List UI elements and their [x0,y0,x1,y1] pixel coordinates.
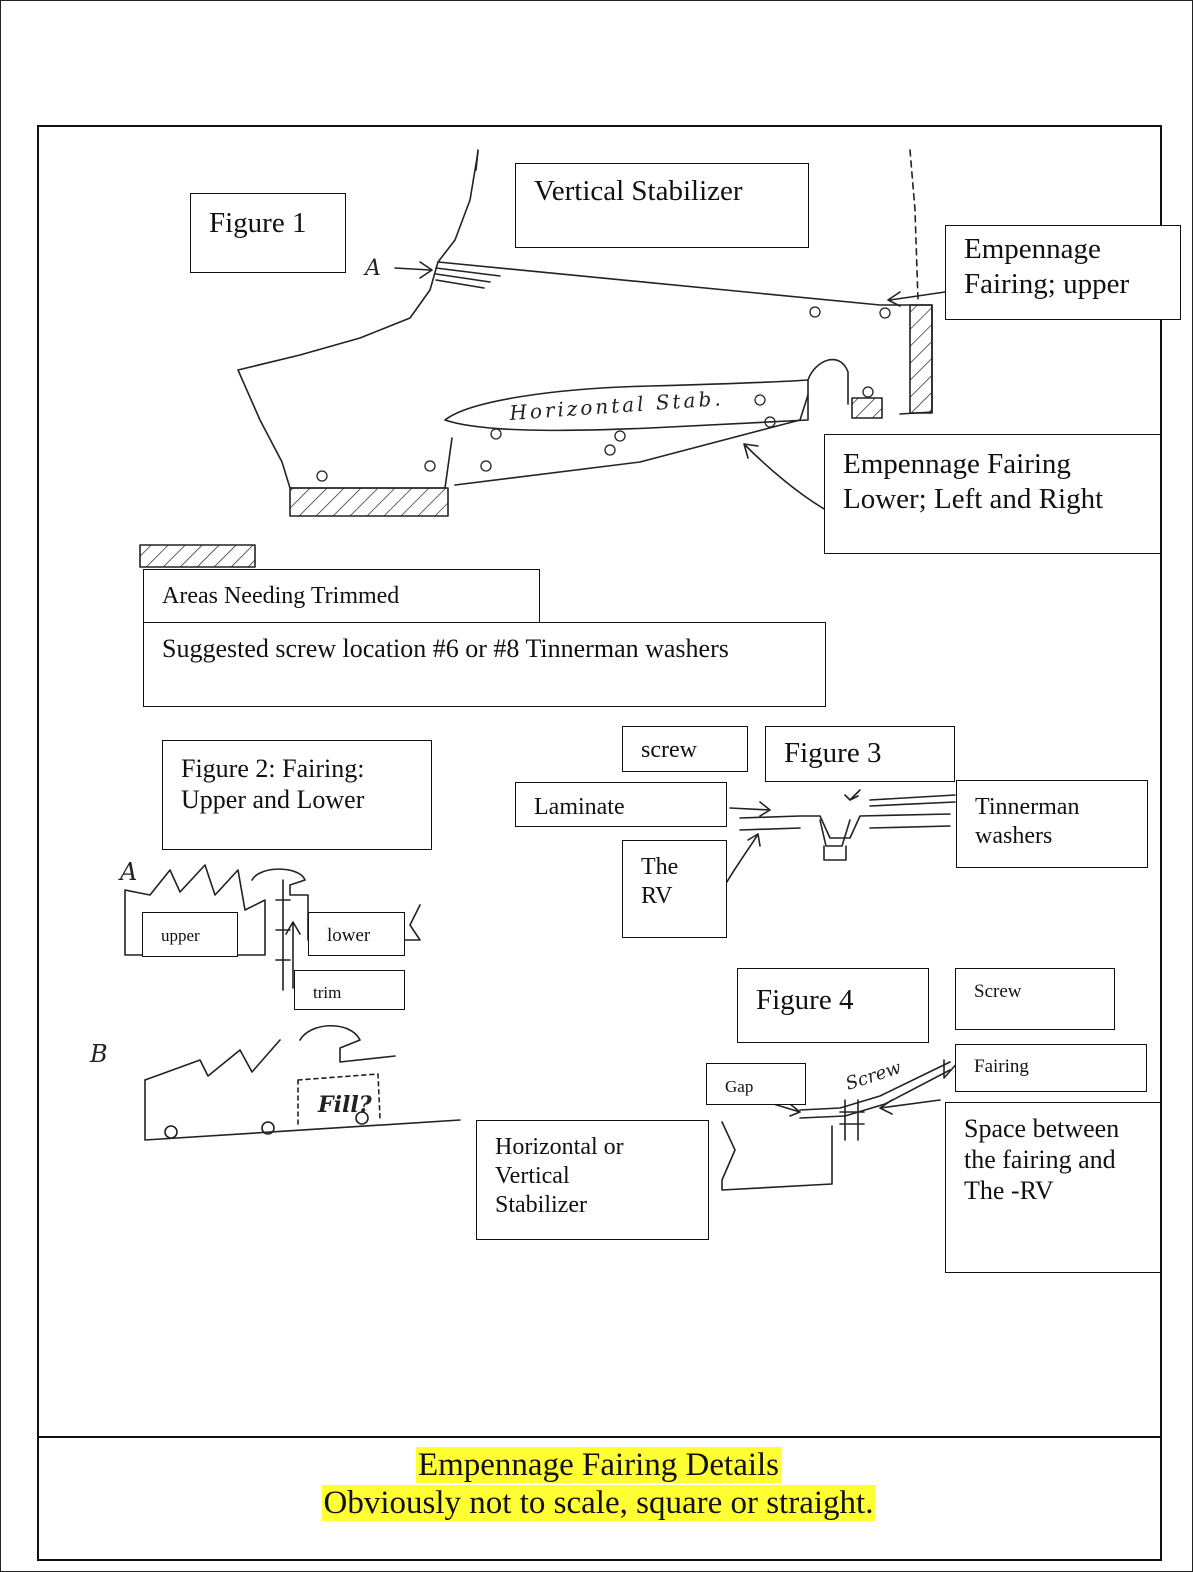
diagram-caption: Empennage Fairing Details Obviously not … [37,1446,1160,1522]
trim-label: trim [294,970,405,1010]
lower-label: lower [308,912,405,956]
sketch-b-text: B [89,1040,108,1068]
figure2-sketch [124,864,461,1141]
caption-note: Obviously not to scale, square or straig… [321,1485,876,1521]
laminate-label: Laminate [515,782,727,827]
vertical-stabilizer-label: Vertical Stabilizer [515,163,809,248]
callout-a-text: A [363,256,381,281]
figure4-screw-label: Screw [955,968,1115,1030]
tinnerman-label: Tinnerman washers [956,780,1148,868]
figure4-sketch [721,1059,961,1191]
sketch-a-text: A [118,858,137,886]
areas-trimmed-label: Areas Needing Trimmed [143,569,540,623]
gap-label: Gap [706,1063,806,1105]
space-label: Space between the fairing and The -RV [945,1102,1161,1273]
the-rv-label: The RV [622,840,727,938]
figure1-sketch [139,149,946,568]
diagram-frame [37,125,1162,1561]
figure3-label: Figure 3 [765,726,955,782]
figure3-screw-label: screw [622,726,748,772]
figure2-label: Figure 2: Fairing: Upper and Lower [162,740,432,850]
caption-divider [37,1436,1160,1438]
screw-location-label: Suggested screw location #6 or #8 Tinner… [143,622,826,707]
fill-sketch-text: Fill? [317,1092,373,1118]
empennage-upper-label: Empennage Fairing; upper [945,225,1181,320]
upper-label: upper [142,912,238,957]
figure3-sketch [724,789,956,886]
horizontal-stab-sketch-text: Horizontal Stab. [508,386,725,425]
figure1-label: Figure 1 [190,193,346,273]
stabilizer-label: Horizontal or Vertical Stabilizer [476,1120,709,1240]
empennage-lower-label: Empennage Fairing Lower; Left and Right [824,434,1161,554]
figure4-label: Figure 4 [737,968,929,1043]
fairing-label: Fairing [955,1044,1147,1092]
caption-title: Empennage Fairing Details [415,1447,782,1483]
